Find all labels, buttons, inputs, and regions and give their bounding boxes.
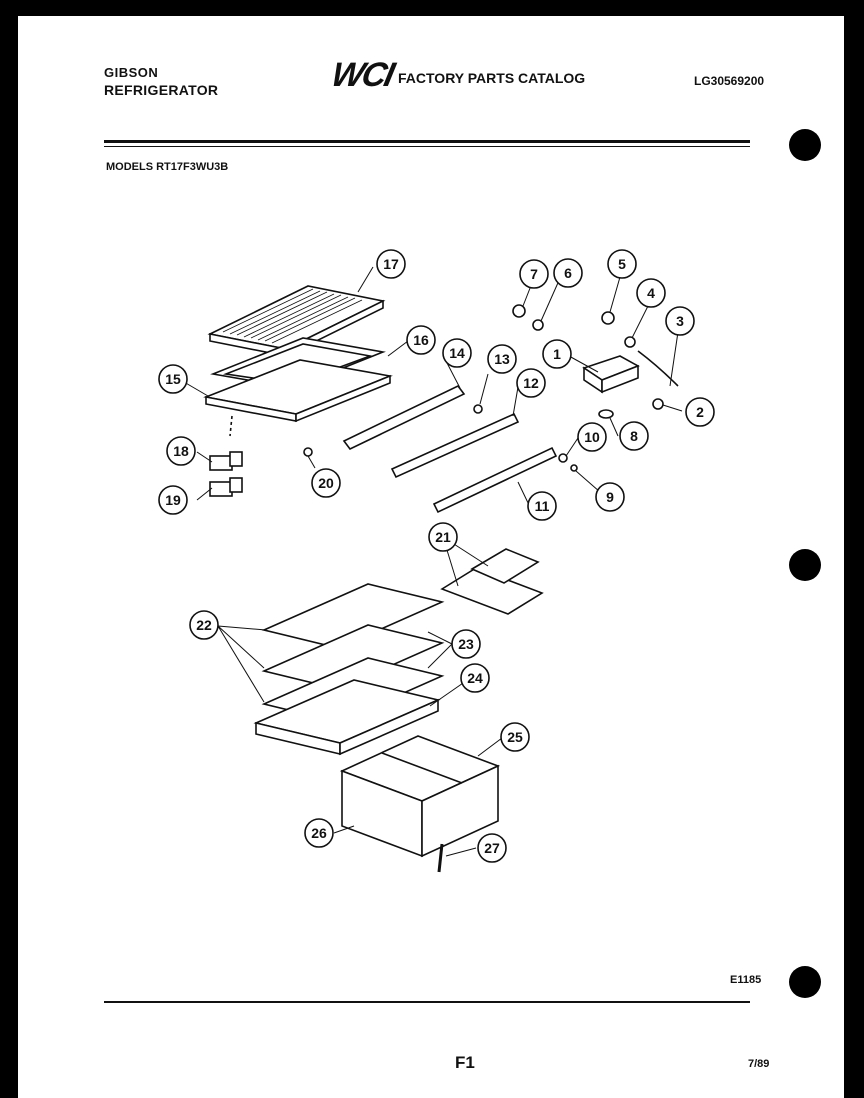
part-rail-12 <box>390 412 520 479</box>
binder-hole <box>789 966 821 998</box>
svg-text:6: 6 <box>564 265 572 281</box>
part-rail-11 <box>432 446 558 514</box>
callout-10: 10 <box>577 422 607 452</box>
part-screw-2 <box>652 398 664 410</box>
callout-1: 1 <box>542 339 572 369</box>
svg-text:2: 2 <box>696 404 704 420</box>
footer-rule <box>104 1001 750 1003</box>
callout-12: 12 <box>516 368 546 398</box>
svg-text:14: 14 <box>449 345 465 361</box>
svg-text:23: 23 <box>458 636 474 652</box>
svg-text:7: 7 <box>530 266 538 282</box>
svg-text:12: 12 <box>523 375 539 391</box>
part-screw-20 <box>303 447 313 457</box>
callout-25: 25 <box>500 722 530 752</box>
callout-19: 19 <box>158 485 188 515</box>
callout-9: 9 <box>595 482 625 512</box>
svg-text:26: 26 <box>311 825 327 841</box>
callout-6: 6 <box>553 258 583 288</box>
svg-text:18: 18 <box>173 443 189 459</box>
svg-text:24: 24 <box>467 670 483 686</box>
svg-text:20: 20 <box>318 475 334 491</box>
part-dial-5 <box>601 311 615 325</box>
figure-code: E1185 <box>730 974 762 986</box>
svg-text:22: 22 <box>196 617 212 633</box>
callout-23: 23 <box>451 629 481 659</box>
page-number: F1 <box>455 1053 475 1072</box>
binder-hole <box>789 549 821 581</box>
svg-text:17: 17 <box>383 256 399 272</box>
svg-text:4: 4 <box>647 285 655 301</box>
models-label: MODELS RT17F3WU3B <box>106 161 229 173</box>
callout-15: 15 <box>158 364 188 394</box>
exploded-parts-diagram: 17 16 15 14 13 12 11 10 9 8 7 6 5 4 3 1 … <box>158 249 715 873</box>
svg-text:1: 1 <box>553 346 561 362</box>
callout-18: 18 <box>166 436 196 466</box>
svg-text:21: 21 <box>435 529 451 545</box>
part-knob-6 <box>532 319 544 331</box>
brand-line1: GIBSON <box>104 65 159 80</box>
svg-text:8: 8 <box>630 428 638 444</box>
part-screw-9 <box>570 464 578 472</box>
print-date: 7/89 <box>748 1058 770 1070</box>
callout-13: 13 <box>487 344 517 374</box>
part-bracket-14 <box>342 384 466 451</box>
svg-text:11: 11 <box>535 498 550 514</box>
part-ice-trays-21 <box>440 548 544 615</box>
callout-22: 22 <box>189 610 219 640</box>
callout-24: 24 <box>460 663 490 693</box>
catalog-page: GIBSON REFRIGERATOR WCI FACTORY PARTS CA… <box>18 16 844 1098</box>
svg-text:19: 19 <box>165 492 181 508</box>
callout-16: 16 <box>406 325 436 355</box>
part-wire-3 <box>637 350 679 387</box>
svg-text:27: 27 <box>484 840 500 856</box>
callout-3: 3 <box>665 306 695 336</box>
brand-line2: REFRIGERATOR <box>104 82 219 98</box>
part-frame-15 <box>203 359 393 423</box>
callout-8: 8 <box>619 421 649 451</box>
callout-7: 7 <box>519 259 549 289</box>
part-screw-13 <box>473 404 483 414</box>
callout-4: 4 <box>636 278 666 308</box>
part-washer-8 <box>598 409 614 419</box>
header-rule <box>104 140 750 143</box>
callout-20: 20 <box>311 468 341 498</box>
svg-text:10: 10 <box>584 429 600 445</box>
svg-text:16: 16 <box>413 332 429 348</box>
binder-hole <box>789 129 821 161</box>
callout-11: 11 <box>527 491 557 521</box>
part-clip-4 <box>624 336 636 348</box>
svg-text:15: 15 <box>165 371 181 387</box>
part-clip-18 <box>209 451 243 471</box>
part-nut-10 <box>558 453 568 463</box>
catalog-title: FACTORY PARTS CATALOG <box>398 70 586 86</box>
part-crisper-drawer-25-26 <box>339 735 501 858</box>
catalog-code: LG30569200 <box>694 74 765 88</box>
callout-17: 17 <box>376 249 406 279</box>
callout-21: 21 <box>428 522 458 552</box>
callout-27: 27 <box>477 833 507 863</box>
callout-14: 14 <box>442 338 472 368</box>
callout-26: 26 <box>304 818 334 848</box>
svg-text:3: 3 <box>676 313 684 329</box>
part-clip-19 <box>209 477 243 497</box>
svg-text:13: 13 <box>494 351 510 367</box>
part-knob-7 <box>512 304 526 318</box>
header-rule-thin <box>104 146 750 147</box>
part-handle-27 <box>437 843 444 873</box>
callout-2: 2 <box>685 397 715 427</box>
svg-text:25: 25 <box>507 729 523 745</box>
svg-text:5: 5 <box>618 256 626 272</box>
callout-5: 5 <box>607 249 637 279</box>
svg-text:9: 9 <box>606 489 614 505</box>
